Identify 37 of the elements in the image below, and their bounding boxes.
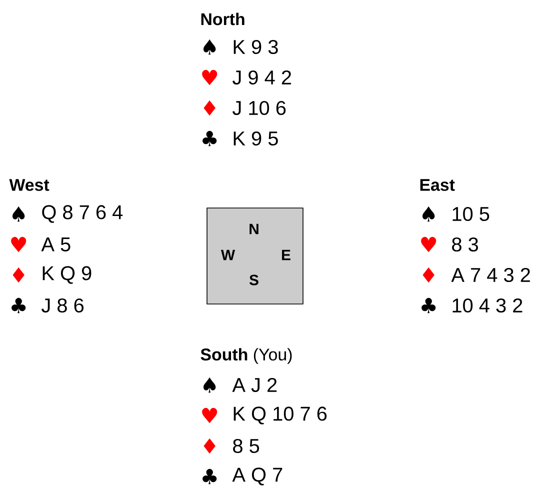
card-list: A 7 4 3 2 [451,268,530,282]
card-list: 8 5 [233,438,260,454]
suit-symbol: ♠ [12,206,25,222]
card-list: 10 5 [452,206,490,222]
suit-symbol: ♣ [202,468,217,484]
card-list: K 9 5 [234,131,278,146]
card-list: J 9 4 2 [232,70,291,85]
card-list: A 5 [41,238,70,252]
suit-symbol: ♣ [12,298,26,314]
suit-symbol: ♠ [204,39,216,55]
card-list: Q 8 7 6 4 [42,205,123,223]
hand-heading: South (You) [200,348,292,364]
suit-symbol: ♥ [421,236,436,252]
suit-symbol: ♠ [204,377,216,393]
card-list: A J 2 [232,378,277,392]
suit-symbol: ♣ [202,130,217,146]
card-list: 10 4 3 2 [452,298,522,313]
hand-heading: East [420,179,455,191]
suit-symbol: ♦ [422,267,434,283]
suit-symbol: ♥ [11,236,26,252]
suit-symbol: ♦ [204,100,216,116]
hand-heading: North [201,12,244,26]
suit-symbol: ♦ [204,438,216,454]
compass-box: N W E S [206,208,304,304]
suit-symbol: ♣ [422,298,436,314]
card-list: J 8 6 [42,298,84,313]
card-list: K Q 9 [42,266,92,284]
card-list: A Q 7 [232,468,282,486]
card-list: 8 3 [452,237,478,252]
suit-symbol: ♥ [202,408,218,424]
suit-symbol: ♦ [12,267,24,283]
hand-heading: West [9,179,50,191]
card-list: J 10 6 [232,100,286,116]
suit-symbol: ♥ [202,70,218,86]
suit-symbol: ♠ [422,206,435,222]
card-list: K Q 10 7 6 [234,406,327,424]
card-list: K 9 3 [234,40,278,54]
